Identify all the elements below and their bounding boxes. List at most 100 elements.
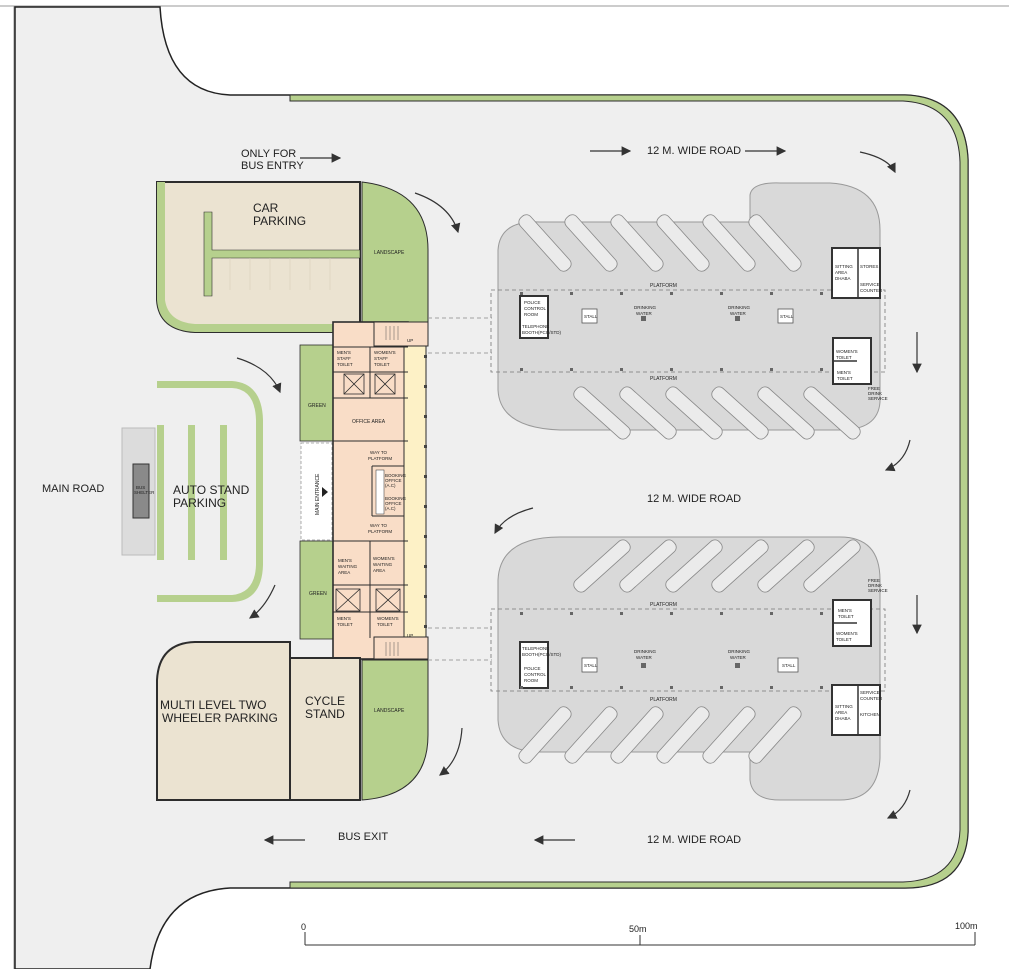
auto-stand-bar-2: [188, 425, 195, 560]
auto-stand-bar-1: [157, 425, 164, 560]
dhaba-bottom: [831, 684, 881, 736]
svg-text:WAITING: WAITING: [338, 564, 358, 569]
svg-text:DRINKING: DRINKING: [728, 305, 751, 310]
svg-text:PLATFORM: PLATFORM: [650, 602, 677, 608]
svg-text:SERVICE: SERVICE: [868, 396, 888, 401]
svg-text:CONTROL: CONTROL: [524, 672, 546, 677]
only-for-label: ONLY FOR: [241, 148, 296, 160]
svg-text:FREE: FREE: [868, 578, 880, 583]
svg-text:DRINK: DRINK: [868, 391, 882, 396]
svg-text:UP: UP: [407, 633, 413, 638]
bus-shelter: [132, 463, 150, 519]
police-room-top: [519, 295, 549, 339]
svg-text:TOILET: TOILET: [836, 355, 852, 360]
svg-text:KITCHEN: KITCHEN: [860, 712, 880, 717]
svg-text:COUNTER: COUNTER: [860, 288, 883, 293]
entrance-arrow-icon: [322, 487, 328, 497]
svg-text:PLATFORM: PLATFORM: [650, 376, 677, 382]
svg-text:TELEPHONE: TELEPHONE: [522, 324, 549, 329]
svg-text:STALL: STALL: [782, 663, 796, 668]
svg-text:AREA: AREA: [373, 568, 385, 573]
svg-text:AREA: AREA: [835, 710, 847, 715]
svg-text:DRINKING: DRINKING: [728, 649, 751, 654]
svg-text:WAY TO: WAY TO: [370, 523, 388, 528]
auto-stand-label-1: AUTO STAND: [173, 483, 250, 497]
svg-text:CONTROL: CONTROL: [524, 306, 546, 311]
svg-text:ROOM: ROOM: [524, 678, 538, 683]
multi-level-label-2: WHEELER PARKING: [162, 711, 278, 725]
bus-shelter-label-2: SHELTER: [134, 490, 155, 495]
stair-top: [373, 321, 429, 347]
svg-text:STAFF: STAFF: [337, 356, 351, 361]
stall-top-1: [581, 308, 598, 324]
landscape-top: [361, 181, 429, 323]
svg-text:MEN'S: MEN'S: [338, 558, 352, 563]
svg-text:TOILET: TOILET: [337, 362, 353, 367]
police-room-bottom: [519, 641, 549, 689]
office-area-label: OFFICE AREA: [352, 419, 386, 425]
svg-text:TOILET: TOILET: [377, 622, 393, 627]
svg-text:TOILET: TOILET: [337, 622, 353, 627]
svg-text:ROOM: ROOM: [524, 312, 538, 317]
svg-text:WATER: WATER: [730, 655, 746, 660]
landscape-bottom-label: LANDSCAPE: [374, 708, 405, 714]
bus-entry-label: BUS ENTRY: [241, 160, 304, 172]
svg-text:PLATFORM: PLATFORM: [368, 456, 392, 461]
corridor: [403, 345, 427, 639]
svg-text:TOILET: TOILET: [838, 614, 854, 619]
svg-text:DHABA: DHABA: [835, 716, 851, 721]
svg-text:TELEPHONE: TELEPHONE: [522, 646, 549, 651]
svg-text:FREE: FREE: [868, 386, 880, 391]
platform-band-top: [490, 289, 886, 373]
svg-text:BOOKING: BOOKING: [385, 496, 407, 501]
car-parking-t-divider: [203, 211, 361, 297]
svg-text:DRINKING: DRINKING: [634, 305, 657, 310]
svg-text:AREA: AREA: [835, 270, 847, 275]
svg-text:TOILET: TOILET: [836, 637, 852, 642]
landscape-top-label: LANDSCAPE: [374, 250, 405, 256]
scale-label-50: 50m: [629, 924, 647, 934]
svg-text:DRINK: DRINK: [868, 583, 882, 588]
bus-shelter-label-1: BUS: [136, 485, 145, 490]
svg-text:DHABA: DHABA: [835, 276, 851, 281]
svg-text:STAFF: STAFF: [374, 356, 388, 361]
svg-text:MEN'S: MEN'S: [837, 370, 851, 375]
stall-top-2: [777, 308, 794, 324]
road-top-label: 12 M. WIDE ROAD: [647, 145, 741, 157]
svg-text:BOOTH(PCO/STD): BOOTH(PCO/STD): [522, 652, 562, 657]
svg-text:WAITING: WAITING: [373, 562, 393, 567]
svg-text:POLICE: POLICE: [524, 300, 541, 305]
green-strip-bottom: [299, 540, 334, 640]
svg-text:SITTING: SITTING: [835, 704, 853, 709]
svg-text:PLATFORM: PLATFORM: [368, 529, 392, 534]
svg-text:TOILET: TOILET: [374, 362, 390, 367]
road-bottom-label: 12 M. WIDE ROAD: [647, 834, 741, 846]
cycle-stand-label-2: STAND: [305, 707, 345, 721]
svg-text:(A.C): (A.C): [385, 506, 396, 511]
svg-text:(A.C): (A.C): [385, 483, 396, 488]
main-road-label: MAIN ROAD: [42, 483, 104, 495]
svg-text:DRINKING: DRINKING: [634, 649, 657, 654]
svg-text:PLATFORM: PLATFORM: [650, 283, 677, 289]
car-parking-label-1: CAR: [253, 201, 279, 215]
svg-text:COUNTER: COUNTER: [860, 696, 883, 701]
stair-bottom: [373, 636, 429, 660]
auto-stand-label-2: PARKING: [173, 496, 226, 510]
road-middle-label: 12 M. WIDE ROAD: [647, 493, 741, 505]
main-entrance-label: MAIN ENTRANCE: [315, 473, 321, 515]
svg-text:SERVICE: SERVICE: [868, 588, 888, 593]
svg-text:WOMEN'S: WOMEN'S: [377, 616, 399, 621]
green-strip-top: [299, 344, 334, 442]
svg-text:SITTING: SITTING: [835, 264, 853, 269]
svg-text:MEN'S: MEN'S: [337, 350, 351, 355]
auto-stand-bar-3: [220, 425, 227, 560]
svg-text:MEN'S: MEN'S: [838, 608, 852, 613]
scale-label-100: 100m: [955, 921, 978, 931]
cycle-stand-label-1: CYCLE: [305, 694, 345, 708]
cycle-stand: [289, 657, 361, 801]
scale-bar: [304, 932, 976, 946]
stall-bottom-2: [777, 657, 799, 673]
svg-text:STALL: STALL: [584, 663, 598, 668]
svg-text:STALL: STALL: [780, 314, 794, 319]
